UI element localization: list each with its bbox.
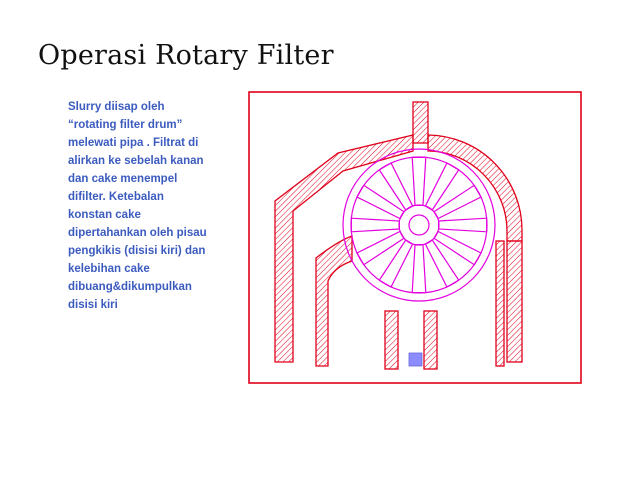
inlet-pipe [412,101,429,144]
rotating-filter-drum [342,148,496,302]
drum-spoke [433,230,482,266]
filter-housing [274,101,523,370]
drum-spoke [438,217,488,233]
text-line: konstan cake [68,209,141,221]
text-line: Slurry diisap oleh [68,101,165,113]
drum-spoke [433,184,482,220]
drum-spoke [378,162,414,211]
text-line: dan cake menempel [68,173,178,185]
drum-spoke [411,244,427,294]
text-line: kelebihan cake [68,263,150,275]
text-line: difilter. Ketebalan [68,191,164,203]
drum-spoke [424,239,460,288]
text-line: disisi kiri [68,299,118,311]
rotary-filter-diagram [248,91,582,384]
housing-right-inner [495,240,505,367]
discharge-pipe-left [384,310,399,370]
filtrate-outlet-wall [506,240,523,363]
text-line: pengkikis (disisi kiri) dan [68,245,206,257]
drum-spoke [424,162,460,211]
drum-outer-shell [342,148,496,302]
drum-axle [408,214,430,236]
slide-title: Operasi Rotary Filter [38,40,334,71]
text-line: dipertahankan oleh pisau [68,227,207,239]
drum-spoke [356,230,405,266]
drum-spoke [356,184,405,220]
drum-spoke [378,239,414,288]
text-line: “rotating filter drum” [68,119,183,131]
drum-spokes [350,156,488,294]
description-text: Slurry diisap oleh “rotating filter drum… [68,98,236,314]
text-line: melewati pipa . Filtrat di [68,137,199,149]
drum-spoke [411,156,427,206]
text-line: alirkan ke sebelah kanan [68,155,204,167]
discharge-pipe-right [423,310,438,370]
cake-outlet [408,352,423,367]
drum-spoke [350,217,400,233]
housing-left-wall [274,134,414,363]
text-line: dibuang&dikumpulkan [68,281,192,293]
